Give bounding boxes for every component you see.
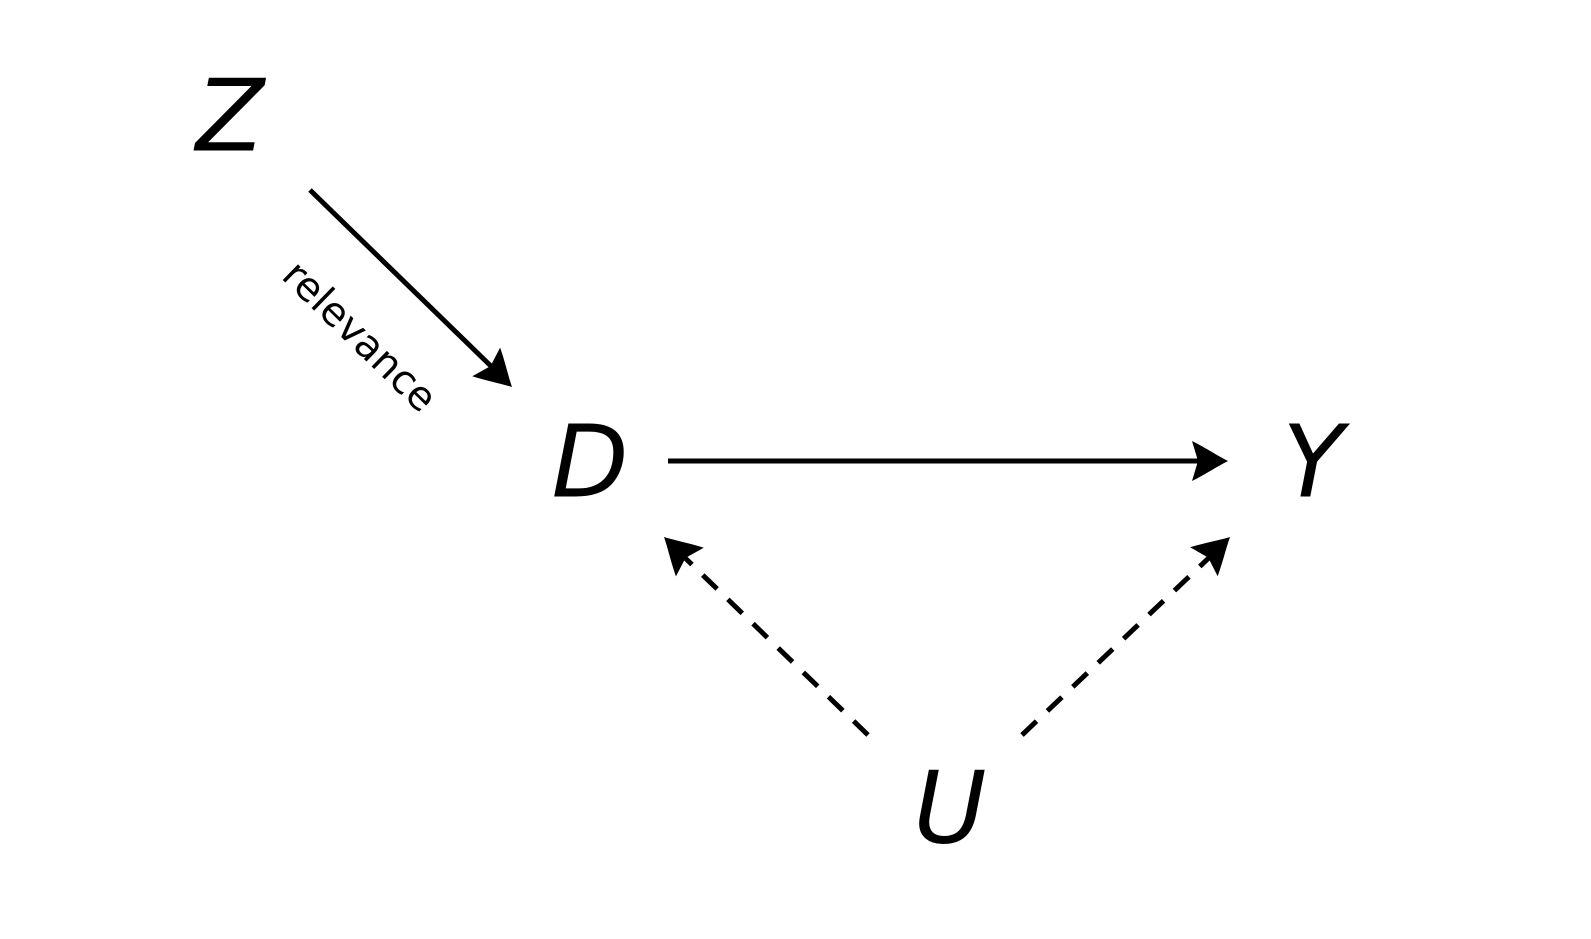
edge-u-to-y-arrowhead: [1190, 537, 1230, 577]
edge-z-to-d-label: relevance: [273, 252, 446, 422]
node-y: Y: [1282, 404, 1350, 521]
edge-d-to-y: [668, 441, 1228, 481]
edge-u-to-d: [664, 537, 870, 737]
node-d: D: [551, 404, 628, 521]
edge-u-to-y: [1020, 537, 1230, 737]
edge-z-to-d: [308, 188, 512, 387]
edge-u-to-d-line: [678, 551, 870, 737]
edge-d-to-y-arrowhead: [1192, 441, 1228, 481]
edge-z-to-d-line: [308, 188, 498, 373]
edge-u-to-y-line: [1020, 551, 1216, 737]
node-z: Z: [193, 58, 267, 175]
node-u: U: [913, 750, 986, 867]
edge-z-to-d-arrowhead: [472, 347, 512, 387]
edge-u-to-d-arrowhead: [664, 537, 704, 577]
